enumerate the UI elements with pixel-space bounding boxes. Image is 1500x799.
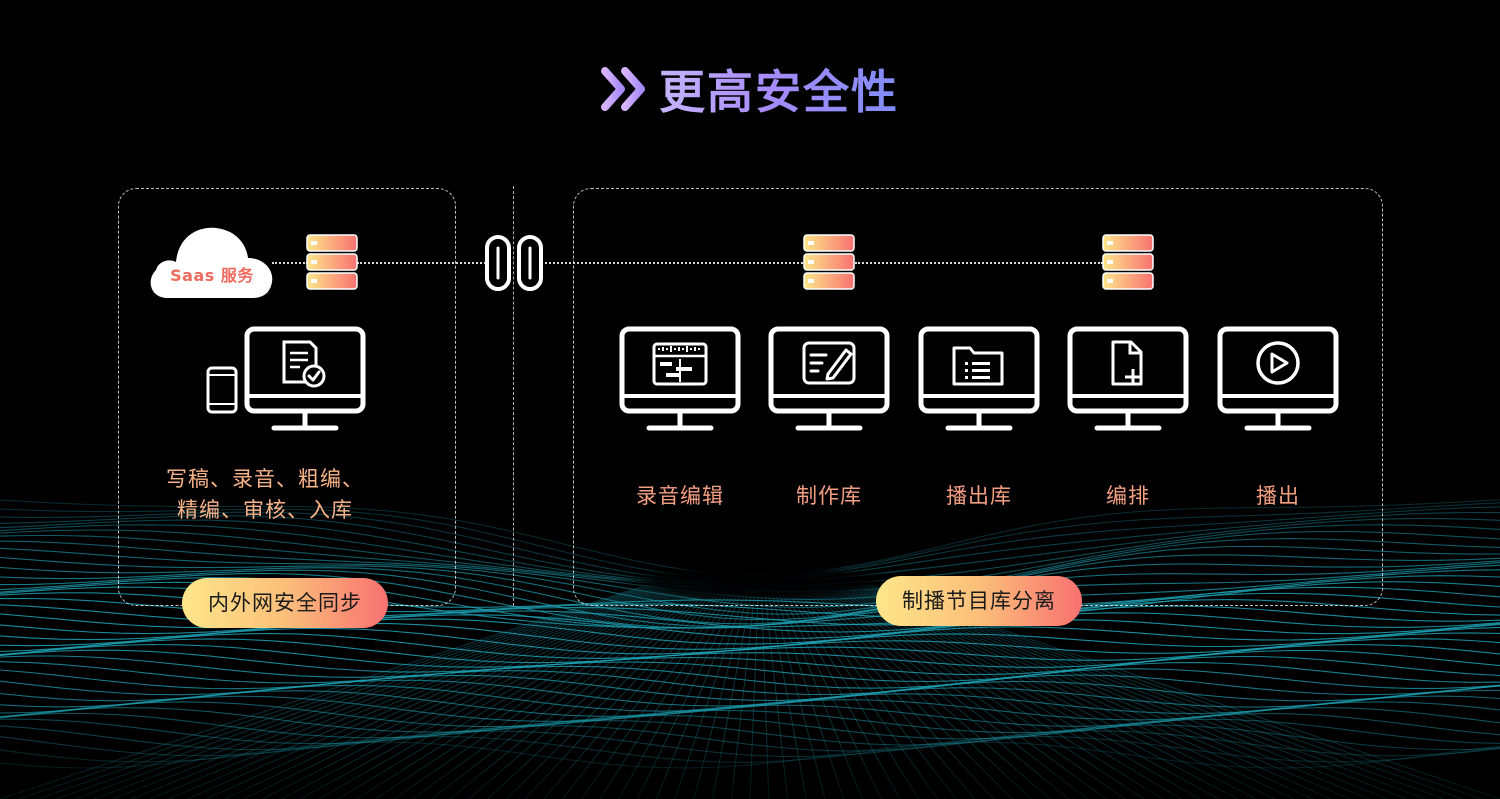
connection-line-gap-right: [541, 262, 803, 264]
server-icon: [803, 234, 855, 290]
double-chevron-icon: [601, 67, 645, 111]
add-file-icon: [1111, 340, 1143, 386]
document-check-icon: [282, 340, 326, 388]
sync-badge: 内外网安全同步: [182, 578, 388, 628]
audio-edit-icon: [652, 342, 708, 386]
separation-badge: 制播节目库分离: [876, 576, 1082, 626]
folder-list-icon: [952, 346, 1004, 386]
station-label-audio-edit: 录音编辑: [636, 484, 724, 508]
connection-line-gap-left: [357, 262, 489, 264]
saas-service-label: Saas 服务: [170, 266, 254, 285]
cloud-icon: [150, 227, 273, 298]
edit-document-icon: [802, 341, 856, 385]
monitor-icon: [768, 326, 890, 431]
play-icon: [1256, 341, 1300, 385]
monitor-icon: [244, 326, 366, 431]
workflow-description: 写稿、录音、粗编、 精编、审核、入库: [150, 464, 380, 526]
station-label-broadcast: 播出: [1256, 484, 1300, 508]
server-icon: [306, 234, 358, 290]
connection-line-left: [272, 262, 308, 264]
page-title: 更高安全性: [0, 56, 1500, 122]
title-text: 更高安全性: [659, 65, 899, 119]
network-gateway-icon: [485, 235, 543, 291]
station-label-scheduling: 编排: [1106, 484, 1150, 508]
server-icon: [1102, 234, 1154, 290]
monitor-icon: [619, 326, 741, 431]
station-label-production-library: 制作库: [796, 484, 862, 508]
network-divider: [513, 186, 514, 606]
monitor-icon: [1217, 326, 1339, 431]
description-line-2: 精编、审核、入库: [177, 498, 353, 522]
phone-icon: [206, 366, 238, 414]
monitor-icon: [918, 326, 1040, 431]
connection-line-right: [855, 262, 1103, 264]
monitor-icon: [1067, 326, 1189, 431]
description-line-1: 写稿、录音、粗编、: [166, 467, 364, 491]
station-label-broadcast-library: 播出库: [946, 484, 1012, 508]
